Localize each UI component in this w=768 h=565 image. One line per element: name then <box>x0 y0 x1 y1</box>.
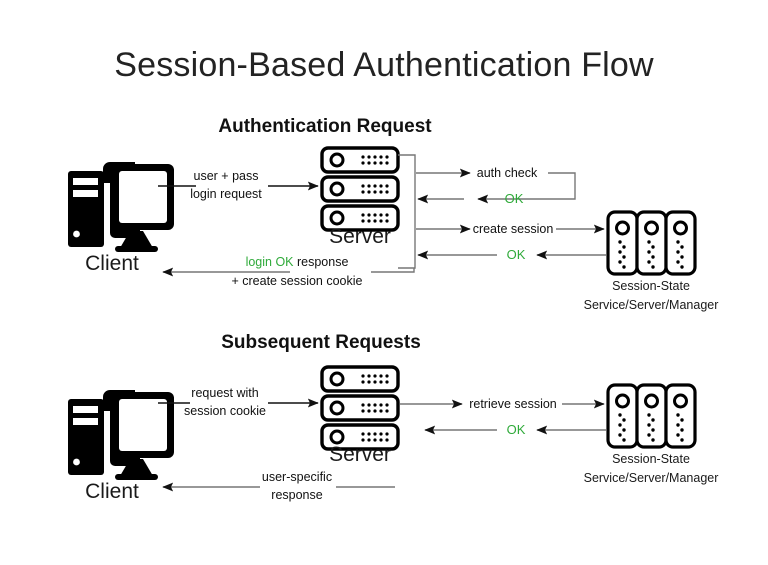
edge-label-response-rest: response <box>294 255 349 269</box>
server-bus-top <box>398 154 416 269</box>
node-client-bottom[interactable]: Client <box>68 390 174 503</box>
session-store-top-label-line2: Service/Server/Manager <box>584 298 719 312</box>
desktop-computer-icon <box>68 162 174 252</box>
server-stack-icon <box>320 365 400 451</box>
edge-label-session-cookie: session cookie <box>184 404 266 418</box>
edge-label-user-specific: user-specific <box>262 470 332 484</box>
server-top-label: Server <box>329 225 391 248</box>
node-server-bottom[interactable]: Server <box>320 365 400 466</box>
edge-client-to-server-bottom: request with session cookie <box>158 386 319 418</box>
server-stack-icon <box>320 146 400 232</box>
session-store-top-label-line1: Session-State <box>612 279 690 293</box>
client-bottom-label: Client <box>85 480 139 503</box>
edge-label-retrieve-session-ok: OK <box>507 422 526 437</box>
section-heading-subsequent-requests: Subsequent Requests <box>221 332 421 353</box>
client-top-label: Client <box>85 252 139 275</box>
edge-label-login-request-line1: user + pass <box>194 169 259 183</box>
edge-label-login-ok-green: login OK <box>246 255 295 269</box>
edge-label-request-with: request with <box>191 386 258 400</box>
edge-label-login-ok-response: login OK response <box>246 255 349 269</box>
session-store-icon <box>606 383 697 449</box>
edge-label-auth-check-ok: OK <box>505 191 524 206</box>
edge-label-create-session: create session <box>473 222 554 236</box>
node-server-top[interactable]: Server <box>320 146 400 248</box>
node-session-store-bottom[interactable]: Session-State Service/Server/Manager <box>584 383 719 485</box>
desktop-computer-icon <box>68 390 174 480</box>
edge-auth-check: auth check OK <box>416 166 576 206</box>
edge-label-user-specific-response: response <box>271 488 322 502</box>
server-bottom-label: Server <box>329 443 391 466</box>
edge-label-retrieve-session: retrieve session <box>469 397 557 411</box>
edge-client-to-server-top: user + pass login request <box>158 169 319 201</box>
session-store-bottom-label-line1: Session-State <box>612 452 690 466</box>
section-heading-authentication-request: Authentication Request <box>218 116 432 137</box>
edge-create-session: create session <box>416 222 605 236</box>
edge-label-auth-check: auth check <box>477 166 538 180</box>
edge-label-create-session-ok: OK <box>507 247 526 262</box>
edge-label-create-session-cookie: + create session cookie <box>232 274 363 288</box>
edge-label-login-request-line2: login request <box>190 187 262 201</box>
node-client-top[interactable]: Client <box>68 162 174 275</box>
node-session-store-top[interactable]: Session-State Service/Server/Manager <box>584 210 719 312</box>
session-store-icon <box>606 210 697 276</box>
edge-create-session-ok: OK <box>417 247 606 262</box>
edge-retrieve-session-ok: OK <box>424 422 606 437</box>
session-store-bottom-label-line2: Service/Server/Manager <box>584 471 719 485</box>
page-title: Session-Based Authentication Flow <box>114 46 654 84</box>
edge-retrieve-session: retrieve session <box>400 397 605 411</box>
edge-server-to-client-top: login OK response + create session cooki… <box>162 255 415 288</box>
edge-server-to-client-bottom: user-specific response <box>162 470 395 502</box>
